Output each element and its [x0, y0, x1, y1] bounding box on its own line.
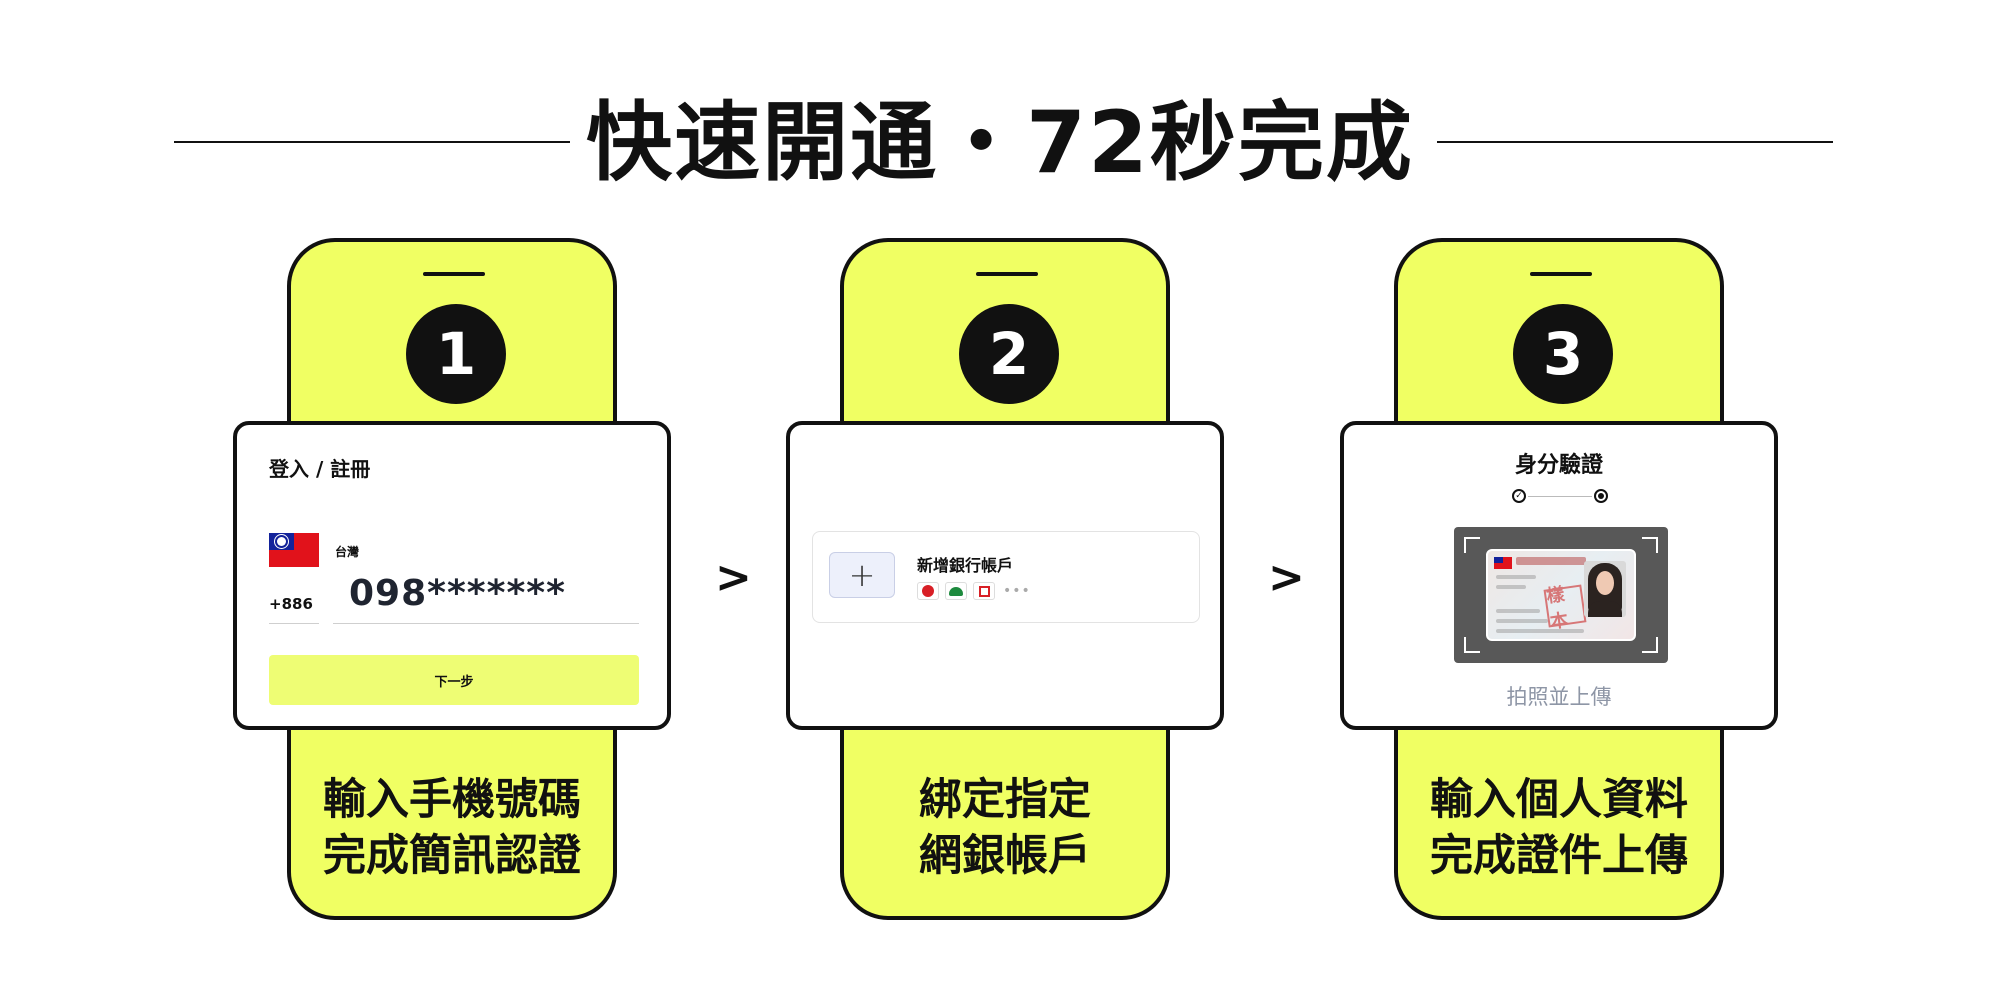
- phone-number-input[interactable]: 098*******: [349, 573, 566, 614]
- id-flag-icon: [1494, 557, 1512, 569]
- progress-indicator: ✓: [1512, 489, 1608, 505]
- step-2-caption-line-2: 網銀帳戶: [919, 831, 1091, 881]
- bank-logos: •••: [917, 582, 1031, 600]
- step-1-number: 1: [406, 304, 506, 404]
- country-code-select[interactable]: +886: [269, 595, 313, 613]
- page-title: 快速開通・72秒完成: [586, 93, 1414, 193]
- id-scanner-frame[interactable]: 樣本: [1454, 527, 1668, 663]
- login-heading: 登入 / 註冊: [269, 457, 371, 481]
- identity-heading: 身分驗證: [1514, 453, 1603, 478]
- bank-logo-green-icon: [945, 582, 967, 600]
- bank-logo-red-square-icon: [973, 582, 995, 600]
- step-3-caption-line-1: 輸入個人資料: [1430, 775, 1688, 825]
- arrow-2-icon: >: [1268, 552, 1305, 603]
- step-3-caption: 輸入個人資料 完成證件上傳: [1398, 772, 1720, 884]
- step-1-caption-line-2: 完成簡訊認證: [323, 831, 581, 881]
- bank-card: + 新增銀行帳戶 •••: [786, 421, 1224, 730]
- id-card-sample-image: 樣本: [1486, 549, 1636, 641]
- title-divider-left: [174, 141, 570, 143]
- login-card: 登入 / 註冊 台灣 +886 098******* 下一步: [233, 421, 671, 730]
- country-code-underline: [269, 623, 319, 624]
- phone-input-underline: [333, 623, 639, 624]
- step-complete-check-icon: ✓: [1512, 489, 1526, 503]
- add-bank-account-row[interactable]: + 新增銀行帳戶 •••: [812, 531, 1200, 623]
- step-1-caption-line-1: 輸入手機號碼: [323, 775, 581, 825]
- add-bank-label: 新增銀行帳戶: [917, 556, 1014, 575]
- country-label: 台灣: [335, 545, 360, 559]
- progress-bar: [1528, 496, 1592, 497]
- arrow-1-icon: >: [715, 552, 752, 603]
- bank-logo-red-icon: [917, 582, 939, 600]
- step-2-caption-line-1: 綁定指定: [919, 775, 1091, 825]
- step-3-caption-line-2: 完成證件上傳: [1430, 831, 1688, 881]
- phone-notch: [976, 272, 1038, 276]
- photo-upload-link[interactable]: 拍照並上傳: [1506, 685, 1612, 709]
- more-banks-icon: •••: [1003, 583, 1031, 599]
- identity-card: 身分驗證 ✓ 樣本 拍照並上傳: [1340, 421, 1778, 730]
- step-1-caption: 輸入手機號碼 完成簡訊認證: [291, 772, 613, 884]
- step-2-caption: 綁定指定 網銀帳戶: [844, 772, 1166, 884]
- taiwan-flag-icon[interactable]: [269, 533, 319, 567]
- next-step-button[interactable]: 下一步: [269, 655, 639, 705]
- step-3-number: 3: [1513, 304, 1613, 404]
- sample-stamp: 樣本: [1543, 584, 1587, 633]
- id-photo-portrait: [1584, 561, 1626, 617]
- phone-notch: [423, 272, 485, 276]
- step-2-number: 2: [959, 304, 1059, 404]
- phone-notch: [1530, 272, 1592, 276]
- step-current-dot-icon: [1594, 489, 1608, 503]
- title-divider-right: [1437, 141, 1833, 143]
- add-bank-button[interactable]: +: [829, 552, 895, 598]
